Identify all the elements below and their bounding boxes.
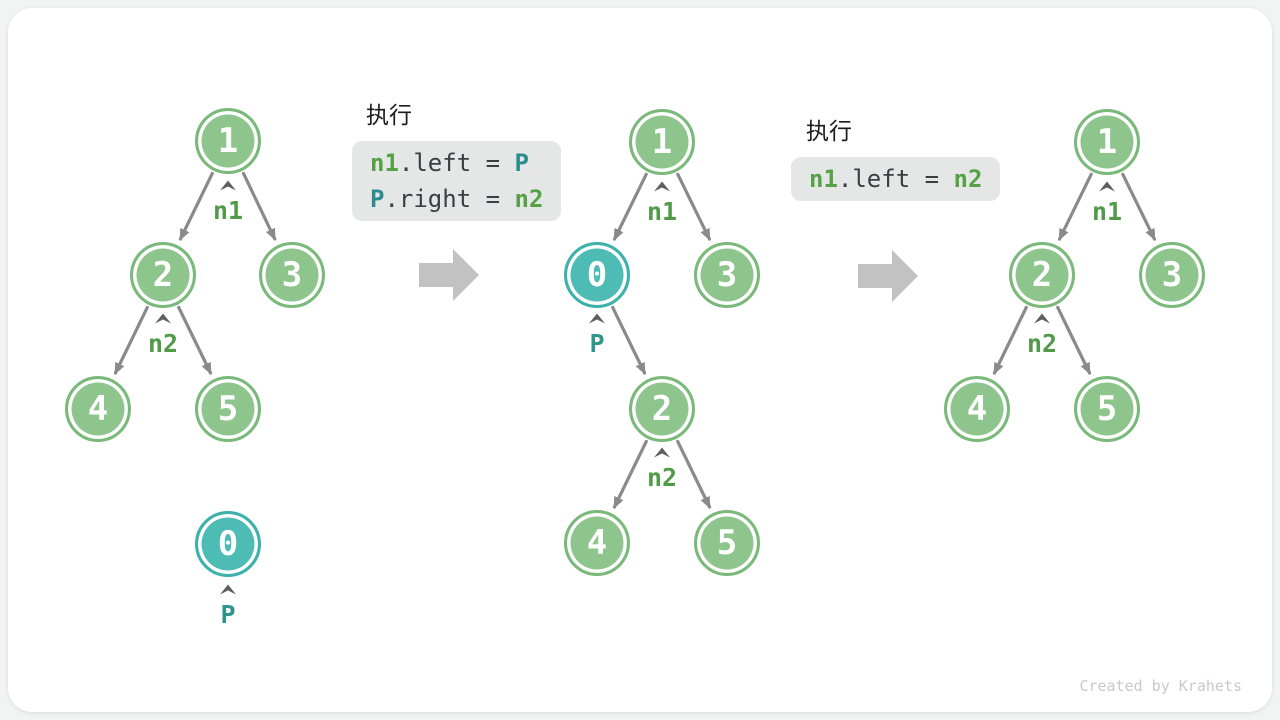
tree-edge xyxy=(676,172,712,241)
tree-edge xyxy=(611,305,647,375)
tree-node-2: 2 xyxy=(1009,242,1075,308)
exec-heading-2: 执行 xyxy=(806,118,852,144)
caret-up-icon xyxy=(220,584,236,595)
caret-up-icon xyxy=(654,181,670,192)
pointer-P: P xyxy=(183,584,273,628)
tree-node-4: 4 xyxy=(65,376,131,442)
tree-node-2: 2 xyxy=(130,242,196,308)
pointer-label: n2 xyxy=(147,329,179,358)
tree-node-5: 5 xyxy=(694,510,760,576)
tree-edge xyxy=(1056,305,1092,375)
pointer-n1: n1 xyxy=(183,180,273,224)
code-token: n1 xyxy=(809,165,838,193)
code-token: P xyxy=(514,149,529,177)
exec-heading-1: 执行 xyxy=(366,102,412,128)
tree-edge xyxy=(612,172,648,241)
tree-node-3: 3 xyxy=(1139,242,1205,308)
tree-edge xyxy=(241,171,277,241)
caret-up-icon xyxy=(155,313,171,324)
flow-arrow-icon xyxy=(419,249,479,301)
watermark: Created by Krahets xyxy=(1079,677,1242,695)
tree-edge xyxy=(612,439,648,509)
tree-node-0: 0 xyxy=(195,511,261,577)
caret-up-icon xyxy=(1034,313,1050,324)
pointer-n2: n2 xyxy=(617,447,707,491)
tree-node-3: 3 xyxy=(694,242,760,308)
pointer-n2: n2 xyxy=(997,313,1087,357)
flow-arrow-icon xyxy=(858,250,918,302)
caret-up-icon xyxy=(654,447,670,458)
code-line: n1.left = n2 xyxy=(809,161,982,197)
pointer-label: P xyxy=(589,329,605,358)
tree-node-1: 1 xyxy=(629,109,695,175)
pointer-label: n2 xyxy=(1026,329,1058,358)
caret-up-icon xyxy=(589,313,605,324)
pointer-label: n1 xyxy=(212,196,244,225)
tree-edge xyxy=(992,305,1028,375)
tree-node-5: 5 xyxy=(1074,376,1140,442)
caret-up-icon xyxy=(1099,181,1115,192)
pointer-n2: n2 xyxy=(118,313,208,357)
tree-edge xyxy=(1057,172,1093,241)
tree-edge xyxy=(113,305,149,375)
tree-node-0: 0 xyxy=(564,242,630,308)
tree-edge xyxy=(177,305,213,375)
pointer-label: n1 xyxy=(1091,197,1123,226)
pointer-P: P xyxy=(552,313,642,357)
code-line: P.right = n2 xyxy=(370,181,543,217)
tree-node-4: 4 xyxy=(944,376,1010,442)
tree-node-5: 5 xyxy=(195,376,261,442)
pointer-label: n1 xyxy=(646,197,678,226)
tree-edge xyxy=(178,171,214,241)
tree-node-1: 1 xyxy=(195,108,261,174)
tree-edge xyxy=(1121,172,1157,241)
code-token: .left = xyxy=(398,149,515,177)
code-token: P xyxy=(370,185,385,213)
tree-node-2: 2 xyxy=(629,376,695,442)
code-token: n2 xyxy=(514,185,544,213)
code-block-2: n1.left = n2 xyxy=(791,157,1001,201)
tree-node-3: 3 xyxy=(259,242,325,308)
pointer-n1: n1 xyxy=(1062,181,1152,225)
caret-up-icon xyxy=(220,180,236,191)
tree-node-4: 4 xyxy=(564,510,630,576)
pointer-label: P xyxy=(220,600,236,629)
code-token: .right = xyxy=(384,185,515,213)
tree-node-1: 1 xyxy=(1074,109,1140,175)
code-token: n2 xyxy=(953,165,983,193)
pointer-n1: n1 xyxy=(617,181,707,225)
code-token: .left = xyxy=(837,165,954,193)
code-line: n1.left = P xyxy=(370,145,543,181)
tree-edge xyxy=(676,439,712,509)
pointer-label: n2 xyxy=(646,463,678,492)
code-token: n1 xyxy=(370,149,399,177)
